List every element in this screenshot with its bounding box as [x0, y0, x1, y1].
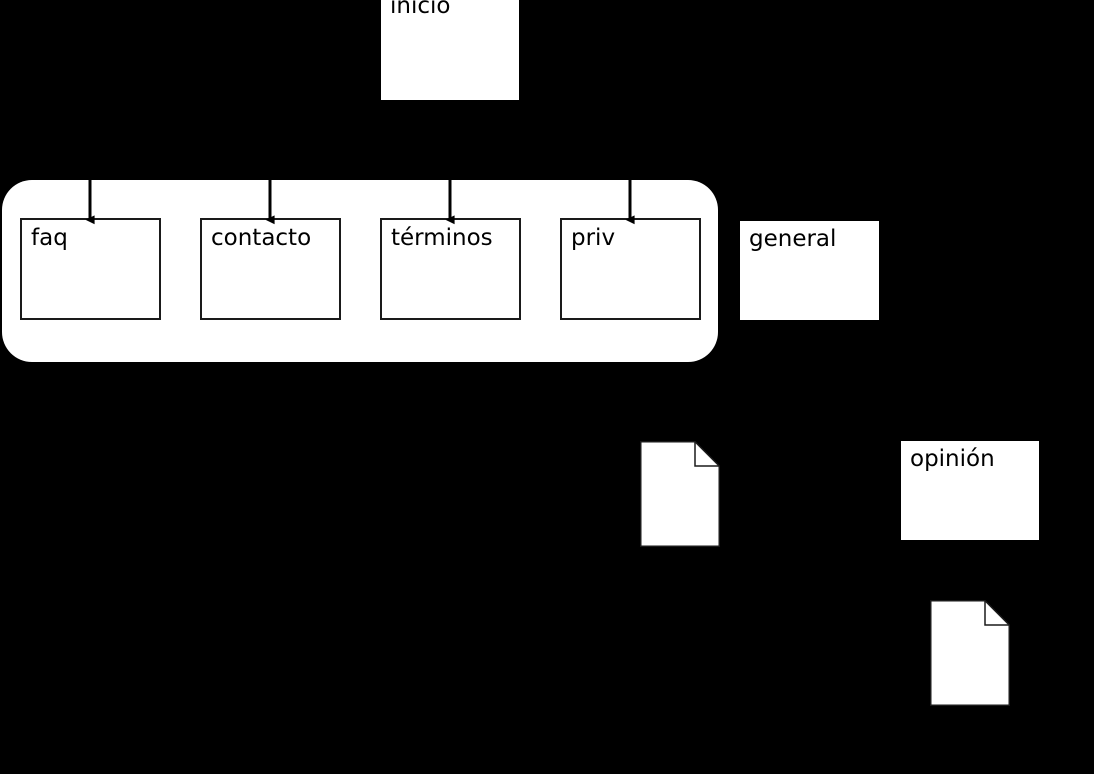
node-opinion-label: opinión — [910, 446, 995, 472]
node-inicio-label: inicio — [390, 0, 451, 19]
document-node-1[interactable] — [640, 441, 720, 547]
node-priv-label: priv — [571, 225, 616, 251]
node-inicio[interactable]: inicio — [381, 0, 519, 100]
document-icon — [640, 441, 720, 547]
node-faq-label: faq — [31, 225, 68, 251]
document-icon — [930, 600, 1010, 706]
node-contacto[interactable]: contacto — [200, 218, 341, 320]
node-faq[interactable]: faq — [20, 218, 161, 320]
node-opinion[interactable]: opinión — [901, 441, 1039, 540]
node-contacto-label: contacto — [211, 225, 312, 251]
node-priv[interactable]: priv — [560, 218, 701, 320]
document-node-2[interactable] — [930, 600, 1010, 706]
node-terminos[interactable]: términos — [380, 218, 521, 320]
node-general-label: general — [749, 226, 837, 252]
node-general[interactable]: general — [740, 221, 879, 320]
node-terminos-label: términos — [391, 225, 493, 251]
